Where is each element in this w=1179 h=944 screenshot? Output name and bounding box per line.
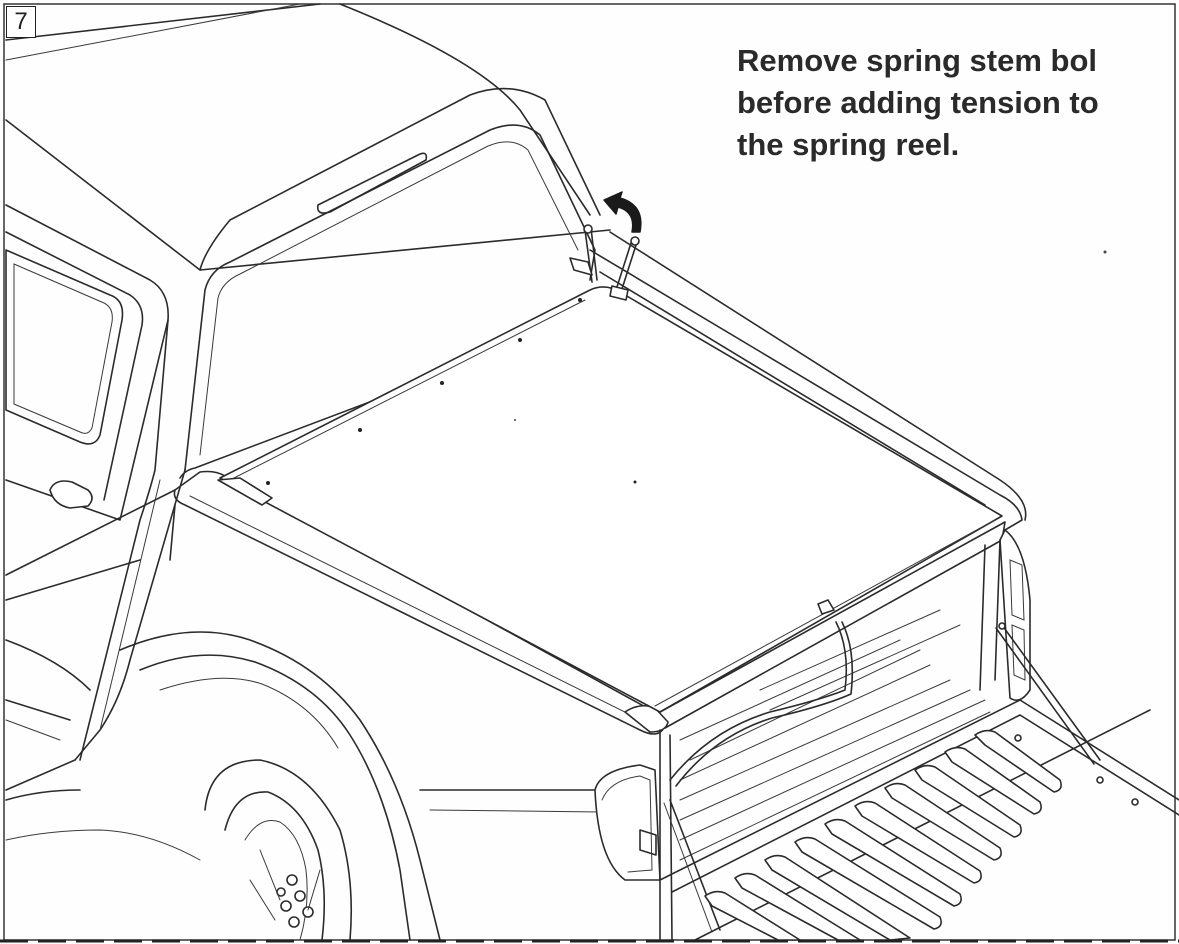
door-handle <box>49 480 93 509</box>
curved-arrow-icon <box>603 191 642 233</box>
bolt-icon <box>630 236 640 246</box>
instruction-text: Remove spring stem bol before adding ten… <box>737 40 1179 166</box>
tailgate <box>659 699 1179 941</box>
rear-window <box>179 124 596 479</box>
step-number-box: 7 <box>6 6 36 38</box>
cab-roof <box>5 3 611 271</box>
side-window <box>5 249 124 445</box>
right-tail-light <box>999 529 1031 701</box>
instruction-line-2: before adding tension to <box>737 85 1099 120</box>
cover-panel <box>219 286 1003 713</box>
cab-side <box>5 204 186 791</box>
spring-stem-bolt <box>569 224 640 301</box>
tail-lights <box>594 529 1031 881</box>
instruction-line-1: Remove spring stem bol <box>737 43 1098 78</box>
step-number: 7 <box>14 8 28 35</box>
roof-marker-light <box>316 152 428 214</box>
bed-side-fender <box>5 489 601 941</box>
bed-interior <box>659 539 1101 941</box>
instruction-line-3: the spring reel. <box>737 127 960 162</box>
tonneau-cover <box>217 250 1107 729</box>
